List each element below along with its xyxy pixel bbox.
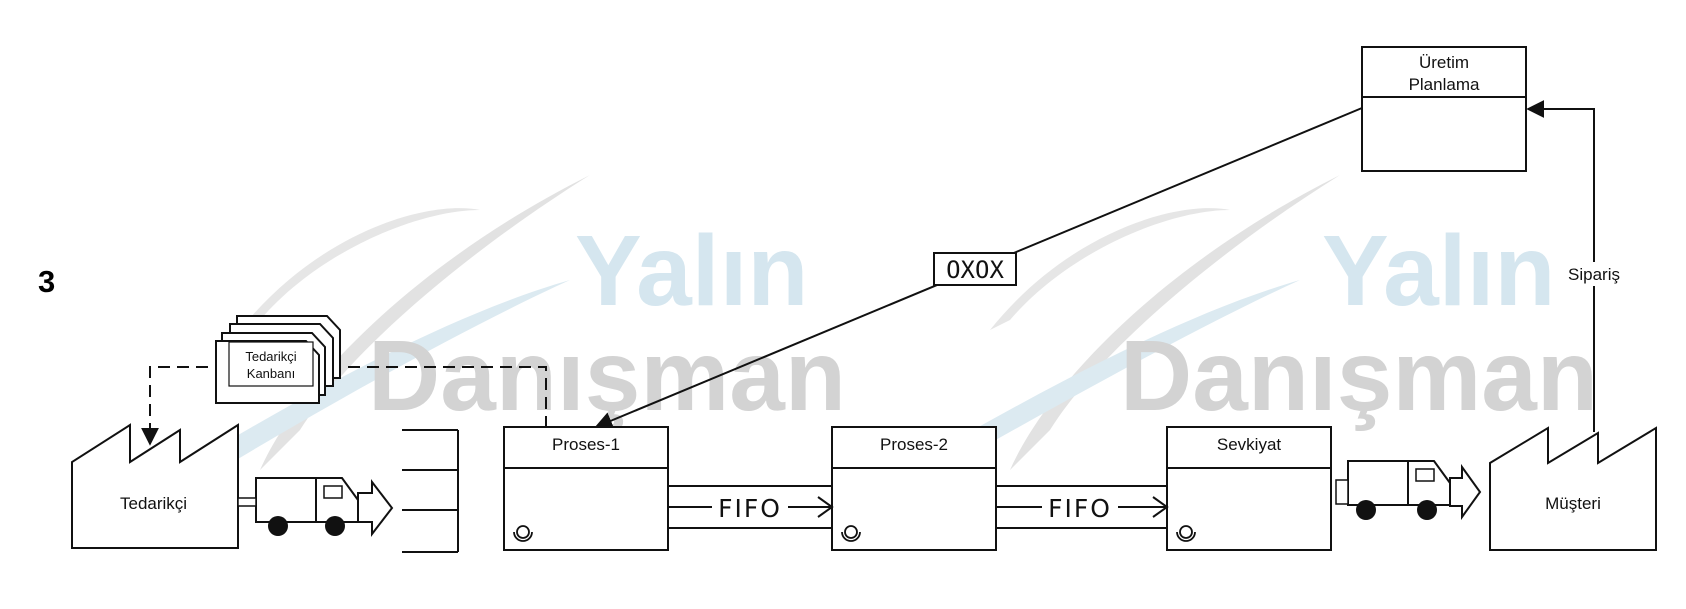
production-planning-box: Üretim Planlama: [1361, 46, 1527, 172]
supplier-factory: Tedarikçi: [71, 423, 239, 549]
load-leveling-label: OXOX: [946, 256, 1004, 284]
supplier-label: Tedarikçi: [120, 494, 187, 513]
watermark-logo-right: Yalın Danışman: [850, 175, 1598, 500]
planning-title-line2: Planlama: [1409, 75, 1480, 94]
order-label: Sipariş: [1568, 265, 1620, 284]
watermark-swoosh-blue: [130, 280, 570, 500]
watermark-word-2: Danışman: [1120, 320, 1598, 432]
shipping-truck-icon: [1335, 460, 1482, 521]
kanban-label-line2: Kanbanı: [247, 366, 295, 381]
watermark-word-2: Danışman: [368, 320, 846, 432]
planning-title-line1: Üretim: [1419, 53, 1469, 72]
order-info-flow: [1526, 100, 1595, 432]
withdrawal-kanban-loop: [141, 366, 547, 446]
supermarket-icon: [402, 429, 459, 553]
process-title: Sevkiyat: [1217, 435, 1282, 454]
fifo-arrow-icon: [1152, 496, 1169, 518]
process-title: Proses-1: [552, 435, 620, 454]
shipment-arrow-icon: [1449, 463, 1482, 521]
load-leveling-box: OXOX: [933, 252, 1017, 286]
operator-icon: [841, 525, 861, 542]
customer-factory: Müşteri: [1489, 426, 1657, 551]
operator-icon: [1176, 525, 1196, 542]
fifo-arrow-icon: [817, 496, 834, 518]
process-box-2: Proses-2: [831, 426, 997, 551]
shipment-arrow-icon: [357, 479, 394, 537]
step-number: 3: [38, 264, 55, 299]
fifo-label: FIFO: [1048, 494, 1112, 523]
fifo-label: FIFO: [718, 494, 782, 523]
order-label-bg: [1560, 262, 1630, 286]
process-box-shipping: Sevkiyat: [1166, 426, 1332, 551]
supplier-kanban-icon: Tedarikçi Kanbanı: [215, 315, 341, 404]
watermark-word-1: Yalın: [575, 215, 808, 327]
factory-icon: [71, 423, 239, 549]
factory-icon: [1489, 426, 1657, 551]
supplier-truck-icon: [237, 477, 394, 537]
operator-icon: [513, 525, 533, 542]
watermark-word-1: Yalın: [1322, 215, 1555, 327]
customer-label: Müşteri: [1545, 494, 1601, 513]
process-title: Proses-2: [880, 435, 948, 454]
process-box-1: Proses-1: [503, 426, 669, 551]
fifo-lane-1: FIFO: [668, 485, 834, 529]
fifo-lane-2: FIFO: [996, 485, 1169, 529]
kanban-label-line1: Tedarikçi: [245, 349, 296, 364]
